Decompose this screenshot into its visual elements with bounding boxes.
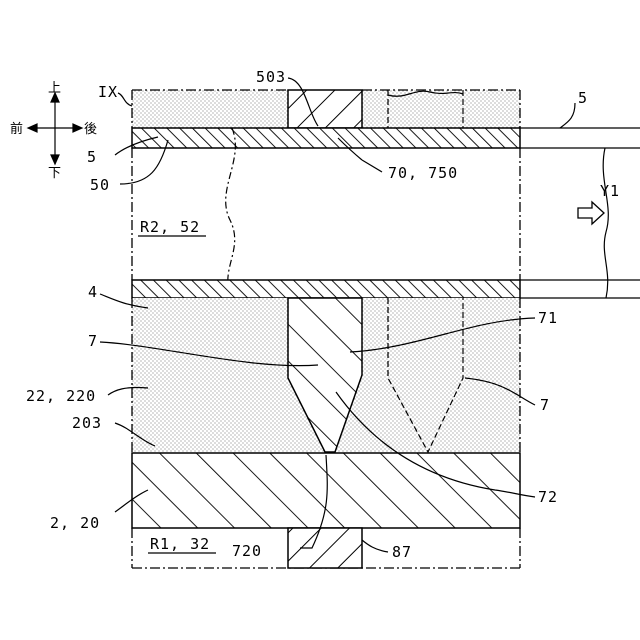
label-4: 4 xyxy=(88,283,98,301)
block-87 xyxy=(288,528,362,568)
compass-front-label: 前 xyxy=(10,121,23,137)
flow-arrow xyxy=(578,202,604,224)
label-22-220: 22, 220 xyxy=(26,387,96,405)
label-72: 72 xyxy=(538,488,558,506)
label-2-20: 2, 20 xyxy=(50,514,100,532)
middle-wall xyxy=(132,280,520,298)
label-720: 720 xyxy=(232,542,262,560)
label-7-left: 7 xyxy=(88,332,98,350)
label-71: 71 xyxy=(538,309,558,327)
label-503: 503 xyxy=(256,68,286,86)
label-50: 50 xyxy=(90,176,110,194)
label-5-left: 5 xyxy=(87,148,97,166)
label-203: 203 xyxy=(72,414,102,432)
label-7-right: 7 xyxy=(540,396,550,414)
compass-up-label: 上 xyxy=(48,81,61,96)
channel-r2 xyxy=(132,128,520,298)
label-r2-52: R2, 52 xyxy=(140,218,200,236)
label-5-right: 5 xyxy=(578,89,588,107)
label-70-750: 70, 750 xyxy=(388,164,458,182)
direction-compass xyxy=(28,93,82,164)
compass-back-label: 後 xyxy=(84,122,97,137)
block-503 xyxy=(288,90,362,128)
label-87: 87 xyxy=(392,543,412,561)
label-r1-32: R1, 32 xyxy=(150,535,210,553)
top-dotted-strip xyxy=(132,90,520,128)
label-y1: Y1 xyxy=(600,182,620,200)
label-ix: IX xyxy=(98,83,118,101)
top-wall xyxy=(132,128,520,148)
compass-down-label: 下 xyxy=(48,166,61,181)
